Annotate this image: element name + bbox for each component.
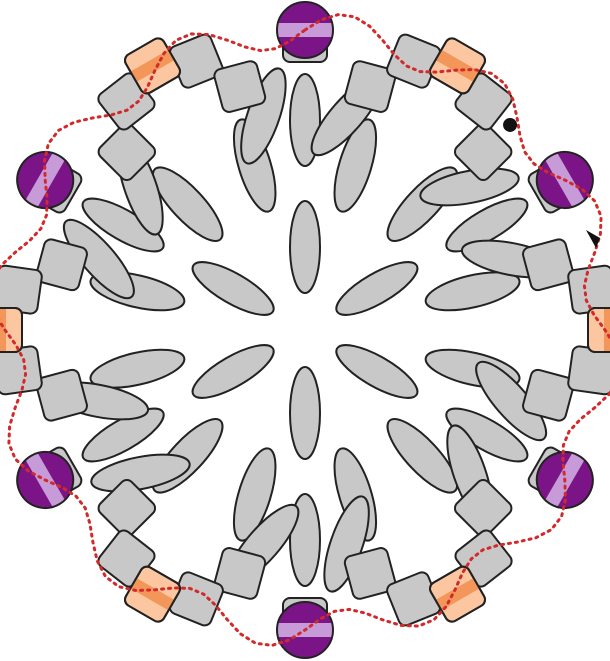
inner-ellipse-bead [186,253,281,325]
orange-accent-bead [0,308,22,352]
cube-bead [521,238,575,292]
cube-bead [35,368,89,422]
inner-ellipse-bead [330,336,425,408]
start-point-dot [503,118,517,132]
inner-ellipse-bead [290,201,320,293]
inner-ellipse-bead [330,253,425,325]
inner-ellipse-bead [186,336,281,408]
inner-ellipse-bead [290,367,320,459]
